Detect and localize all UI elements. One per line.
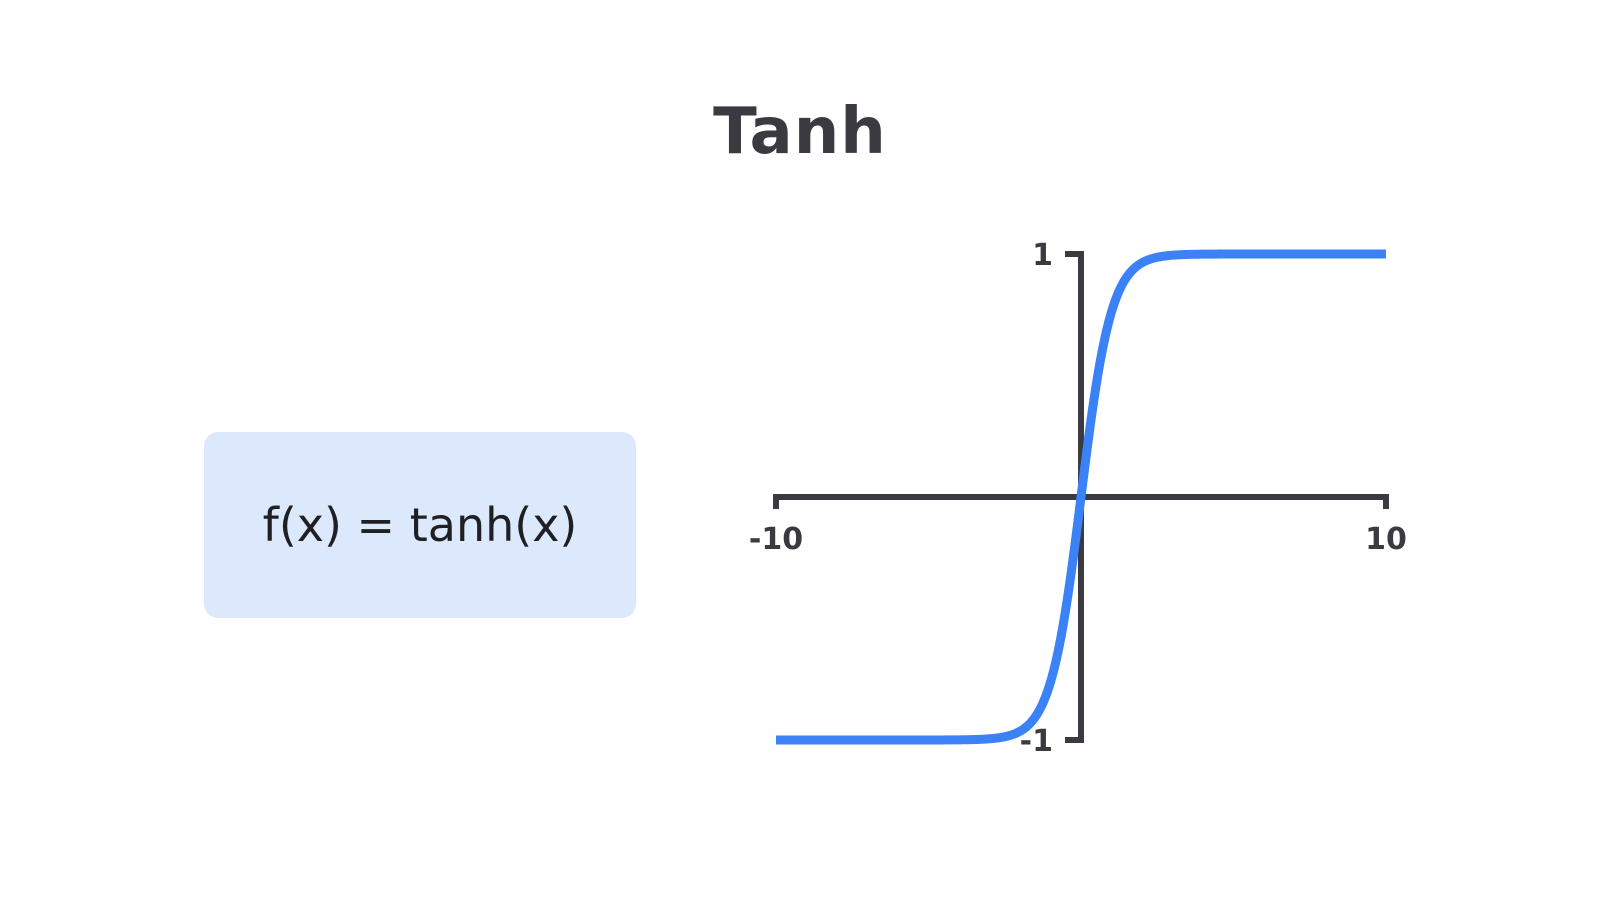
x-tick-label-min: -10 [749,522,803,557]
formula-box: f(x) = tanh(x) [204,432,636,618]
chart-title: Tanh [713,95,887,169]
series-layer [773,249,1389,745]
tanh-curve [773,249,1389,745]
tick-labels: -10 10 1 -1 [749,238,1407,759]
x-tick-label-max: 10 [1365,522,1407,557]
formula-text: f(x) = tanh(x) [262,498,578,552]
y-tick-label-max: 1 [1032,238,1053,273]
y-tick-label-min: -1 [1020,724,1053,759]
